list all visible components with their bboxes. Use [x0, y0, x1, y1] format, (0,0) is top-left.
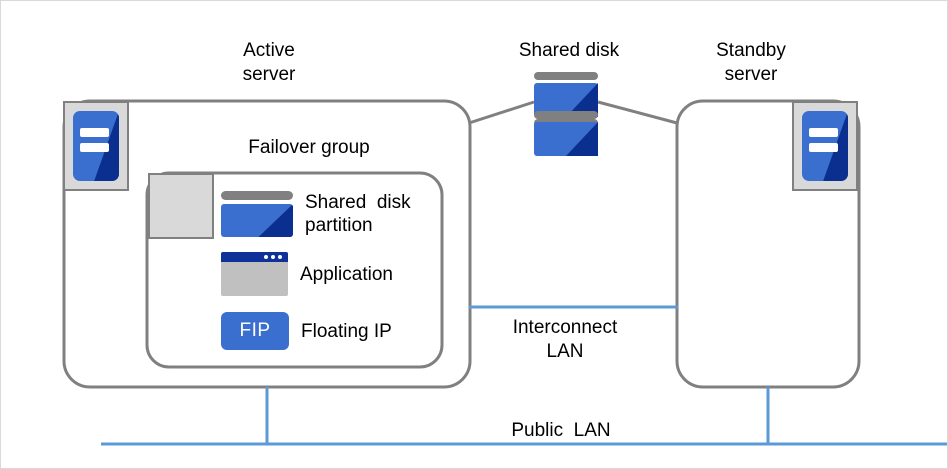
app-titlebar-dot — [264, 255, 268, 259]
shared-disk-partition-icon — [221, 191, 293, 237]
failover-group-box — [145, 171, 444, 369]
application-window-icon — [221, 252, 288, 296]
clusterpro-logo-frame — [148, 173, 214, 239]
resource-label-shared-disk-partition: Shared disk partition — [305, 192, 411, 236]
failover-group-title: Failover group — [248, 137, 370, 158]
active-server-title: Active server — [242, 40, 296, 85]
app-titlebar — [221, 252, 288, 262]
connector-active-to-shared-disk — [468, 100, 535, 125]
app-titlebar-dot — [278, 255, 282, 259]
floating-ip-icon: FIP — [221, 312, 289, 350]
interconnect-lan-label: Interconnect LAN — [512, 317, 618, 362]
disk-plate — [221, 204, 293, 237]
public-lan-label: Public LAN — [511, 420, 611, 441]
server-icon-bar-top — [809, 127, 838, 137]
resource-label-floating-ip: Floating IP — [301, 320, 392, 342]
resource-label-application: Application — [300, 263, 393, 285]
server-icon-body — [802, 111, 848, 181]
server-icon-bar-bottom — [809, 143, 838, 153]
resource-row-shared-disk-partition: Shared disk partition — [221, 191, 411, 237]
disk-plate-shade — [258, 204, 293, 237]
active-server-icon — [63, 101, 129, 191]
server-icon-bar-top — [80, 127, 109, 137]
app-titlebar-dot — [271, 255, 275, 259]
standby-server-title: Standby server — [716, 40, 786, 85]
server-icon-body — [73, 111, 119, 181]
disk-cap — [221, 191, 293, 200]
standby-server-icon — [792, 101, 858, 191]
server-icon-bar-bottom — [80, 143, 109, 153]
resource-row-floating-ip: FIP Floating IP — [221, 312, 392, 350]
connector-shared-disk-to-standby — [597, 100, 678, 125]
shared-disk-title: Shared disk — [518, 40, 620, 61]
resource-row-application: Application — [221, 252, 393, 296]
shared-disk-icon — [534, 72, 598, 156]
